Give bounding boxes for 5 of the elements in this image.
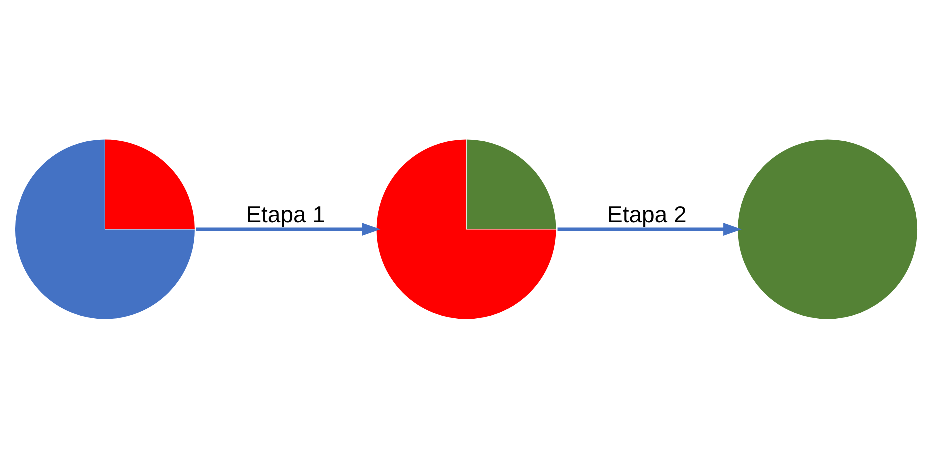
arrow — [196, 222, 381, 236]
edge-label: Etapa 1 — [246, 201, 326, 228]
edge-label: Etapa 2 — [607, 201, 687, 228]
arrow — [558, 222, 742, 236]
node-circle — [736, 136, 920, 322]
